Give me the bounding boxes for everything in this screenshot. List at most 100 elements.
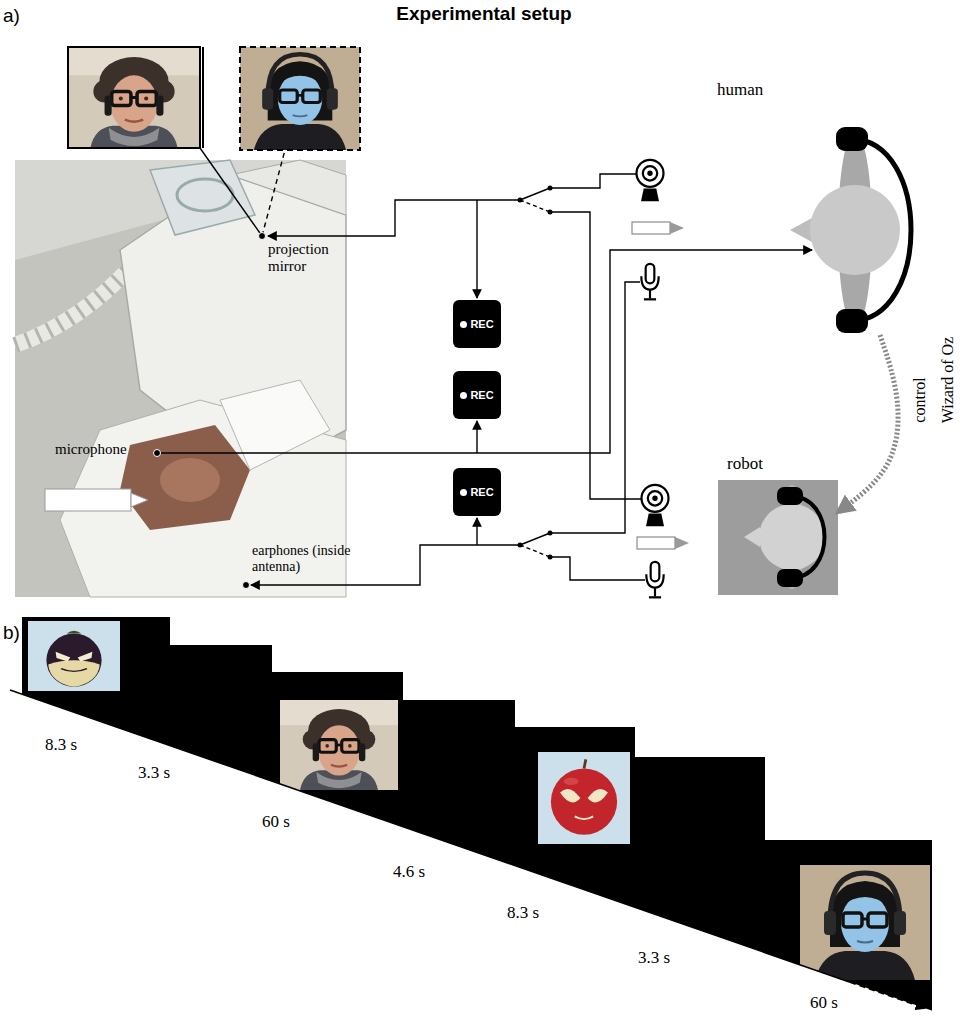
robot-devices	[637, 537, 675, 549]
robot-head-figure	[790, 496, 825, 578]
robot-photo	[150, 160, 255, 235]
signal-wires	[550, 557, 645, 580]
projection-photos	[202, 47, 204, 148]
wire-junctions	[243, 582, 250, 589]
figure-title: Experimental setup	[0, 3, 968, 25]
robot-head-figure	[759, 504, 825, 570]
projection-photos	[68, 47, 200, 148]
part-label: projection mirror	[268, 241, 348, 276]
participant-label: human	[717, 80, 763, 100]
human-head-figure	[790, 218, 812, 242]
signal-wires	[268, 200, 520, 236]
projection-photos	[240, 47, 360, 150]
recorder-box: REC	[453, 300, 501, 348]
projection-photos	[240, 47, 360, 150]
wire-junctions	[548, 186, 553, 191]
signal-wires	[520, 533, 550, 545]
wire-junctions	[548, 531, 553, 536]
duration-label: 60 s	[810, 993, 838, 1013]
wire-junctions	[548, 210, 553, 215]
robot-photo	[160, 458, 220, 502]
robot-photo	[120, 425, 250, 530]
projection-photos	[262, 150, 285, 236]
recorder-label: REC	[470, 486, 493, 498]
recorder-box: REC	[453, 468, 501, 516]
duration-label: 4.6 s	[393, 862, 425, 882]
duration-label: 3.3 s	[138, 763, 170, 783]
wire-junctions	[154, 450, 161, 457]
wire-junctions	[518, 198, 523, 203]
human-head-figure	[810, 185, 900, 275]
part-label: earphones (inside antenna)	[252, 543, 354, 575]
panel-letter: a)	[3, 5, 20, 27]
robot-devices	[637, 485, 689, 598]
robot-head-figure	[777, 487, 803, 505]
signal-wires	[476, 518, 477, 545]
record-dot	[460, 392, 467, 399]
robot-devices	[642, 485, 669, 526]
wire-junctions	[259, 233, 266, 240]
projection-photos	[68, 47, 360, 236]
human-head-figure	[790, 127, 911, 333]
time-axis	[10, 690, 925, 1008]
robot-devices	[646, 562, 663, 598]
control-arrow	[838, 335, 898, 512]
robot-photo	[45, 489, 131, 511]
recorder-box: REC	[453, 371, 501, 419]
robot-head-figure	[718, 480, 838, 595]
human-head-figure	[836, 127, 868, 151]
time-axis	[850, 982, 925, 1008]
human-devices	[670, 222, 684, 234]
human-devices	[637, 160, 664, 201]
signal-wires	[550, 282, 640, 533]
robot-photo	[15, 160, 346, 597]
human-head-figure	[836, 309, 868, 333]
duration-label: 60 s	[262, 812, 290, 832]
record-dot	[460, 489, 467, 496]
human-devices	[641, 264, 658, 300]
robot-photo	[15, 160, 346, 597]
recorder-label: REC	[470, 318, 493, 330]
timeline-frames	[538, 752, 630, 844]
recorder-label: REC	[470, 389, 493, 401]
human-head-figure	[851, 139, 911, 321]
robot-head-figure	[718, 480, 838, 595]
projection-photos	[68, 47, 200, 148]
part-label: microphone	[55, 441, 127, 458]
timeline-frames	[28, 621, 120, 691]
timeline-frames	[280, 700, 398, 790]
signal-wires	[520, 545, 550, 557]
human-devices	[632, 222, 670, 234]
wire-junctions	[548, 555, 553, 560]
panel-letter: b)	[3, 622, 20, 644]
wire-junctions	[518, 543, 523, 548]
robot-photo	[220, 380, 330, 470]
participant-robot: robot	[718, 480, 838, 595]
robot-head-figure	[744, 527, 760, 547]
signal-wires	[476, 421, 477, 453]
timeline-frames	[800, 865, 930, 980]
signal-wires	[520, 200, 550, 212]
timeline-frames	[0, 687, 968, 1023]
duration-label: 3.3 s	[638, 948, 670, 968]
control-label: Wizard of Oz	[939, 337, 957, 423]
human-devices	[632, 160, 684, 300]
projection-photos	[200, 148, 262, 236]
signal-wires	[160, 174, 812, 585]
participant-label: robot	[727, 454, 763, 474]
duration-label: 8.3 s	[507, 903, 539, 923]
signal-wires	[520, 188, 550, 200]
robot-photo	[131, 493, 148, 507]
participant-human: human	[800, 125, 925, 335]
record-dot	[460, 321, 467, 328]
wire-junctions	[154, 186, 553, 589]
signal-wires	[476, 200, 477, 298]
robot-devices	[675, 537, 689, 549]
signal-wires	[160, 250, 812, 453]
timeline-frames	[0, 617, 968, 1023]
edge-label: control	[911, 377, 929, 422]
signal-wires	[550, 212, 641, 499]
signal-wires	[550, 174, 636, 188]
